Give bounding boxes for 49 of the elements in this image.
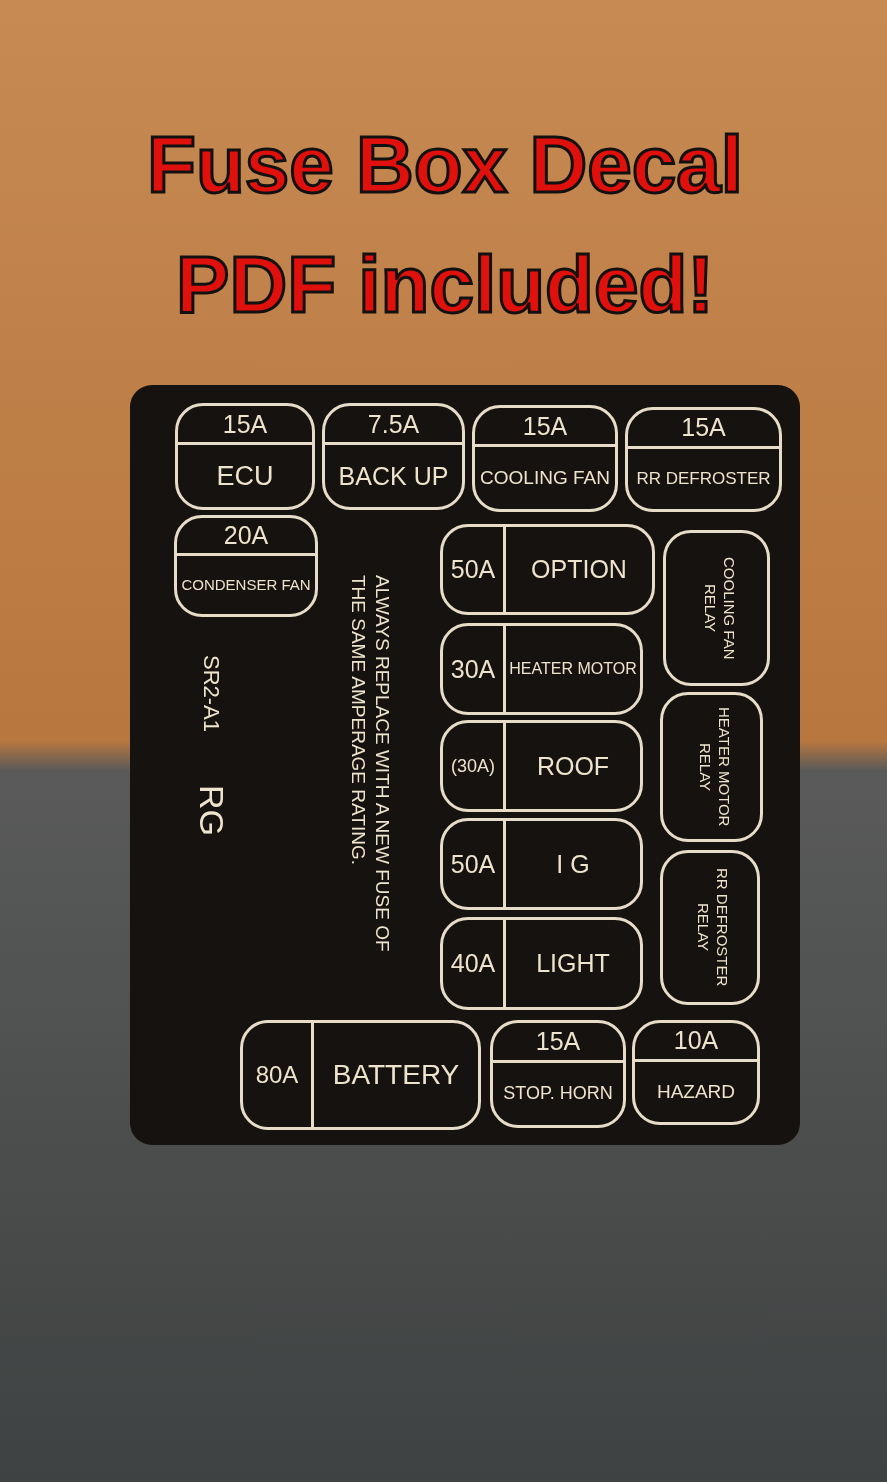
amperage-rating: 80A [243, 1023, 314, 1127]
fuse-slot [632, 1020, 760, 1125]
amperage-rating: 50A [443, 527, 506, 612]
amperage-rating: 15A [475, 408, 615, 448]
part-code: SR2-A1 [198, 655, 224, 733]
fuse-name: I G [555, 848, 591, 880]
relay-slot [663, 530, 770, 686]
relay-name: RR DEFROSTER RELAY [694, 867, 732, 989]
relay-name: COOLING FAN RELAY [700, 555, 739, 662]
warning-note: ALWAYS REPLACE WITH A NEW FUSE OF THE SAME AMPERAGE RATING. [347, 575, 394, 954]
fuse-name: OPTION [530, 554, 628, 585]
amperage-rating: 20A [177, 518, 315, 556]
fuse-slot [490, 1020, 626, 1128]
fuse-name: RR DEFROSTER [635, 467, 772, 490]
fuse-name: COOLING FAN [479, 466, 611, 491]
amperage-rating: 30A [443, 626, 506, 712]
fuse-slot [440, 720, 643, 812]
amperage-rating: 10A [635, 1023, 757, 1062]
fuse-slot [625, 407, 782, 512]
amperage-rating: 15A [493, 1023, 623, 1063]
fuse-slot [240, 1020, 481, 1130]
fuse-name: CONDENSER FAN [180, 575, 312, 596]
fuse-slot [174, 515, 318, 617]
fuse-slot [322, 403, 465, 510]
fuse-slot [440, 524, 655, 615]
amperage-rating: 15A [628, 410, 779, 449]
fuse-name: ROOF [535, 750, 611, 782]
amperage-rating: 50A [443, 821, 506, 907]
fuse-name: BACK UP [337, 460, 450, 492]
fuse-slot [440, 917, 643, 1010]
amperage-rating: 7.5A [325, 406, 462, 446]
fuse-name: HEATER MOTOR [508, 659, 638, 679]
fuse-name: BATTERY [331, 1058, 461, 1092]
fuse-name: STOP. HORN [502, 1082, 614, 1106]
fuse-slot [440, 623, 643, 715]
relay-slot [660, 692, 763, 842]
model-code: RG [192, 785, 231, 836]
fuse-name: ECU [215, 459, 275, 493]
amperage-rating: 15A [178, 406, 312, 446]
fuse-name: HAZARD [655, 1079, 737, 1104]
title: Fuse Box Decal PDF included! [146, 119, 744, 331]
amperage-rating: (30A) [443, 723, 506, 809]
fuse-slot [440, 818, 643, 910]
fuse-slot [175, 403, 315, 510]
relay-slot [660, 850, 760, 1005]
relay-name: HEATER MOTOR RELAY [695, 706, 734, 829]
amperage-rating: 40A [443, 920, 506, 1007]
fuse-slot [472, 405, 618, 512]
fuse-name: LIGHT [535, 948, 611, 979]
